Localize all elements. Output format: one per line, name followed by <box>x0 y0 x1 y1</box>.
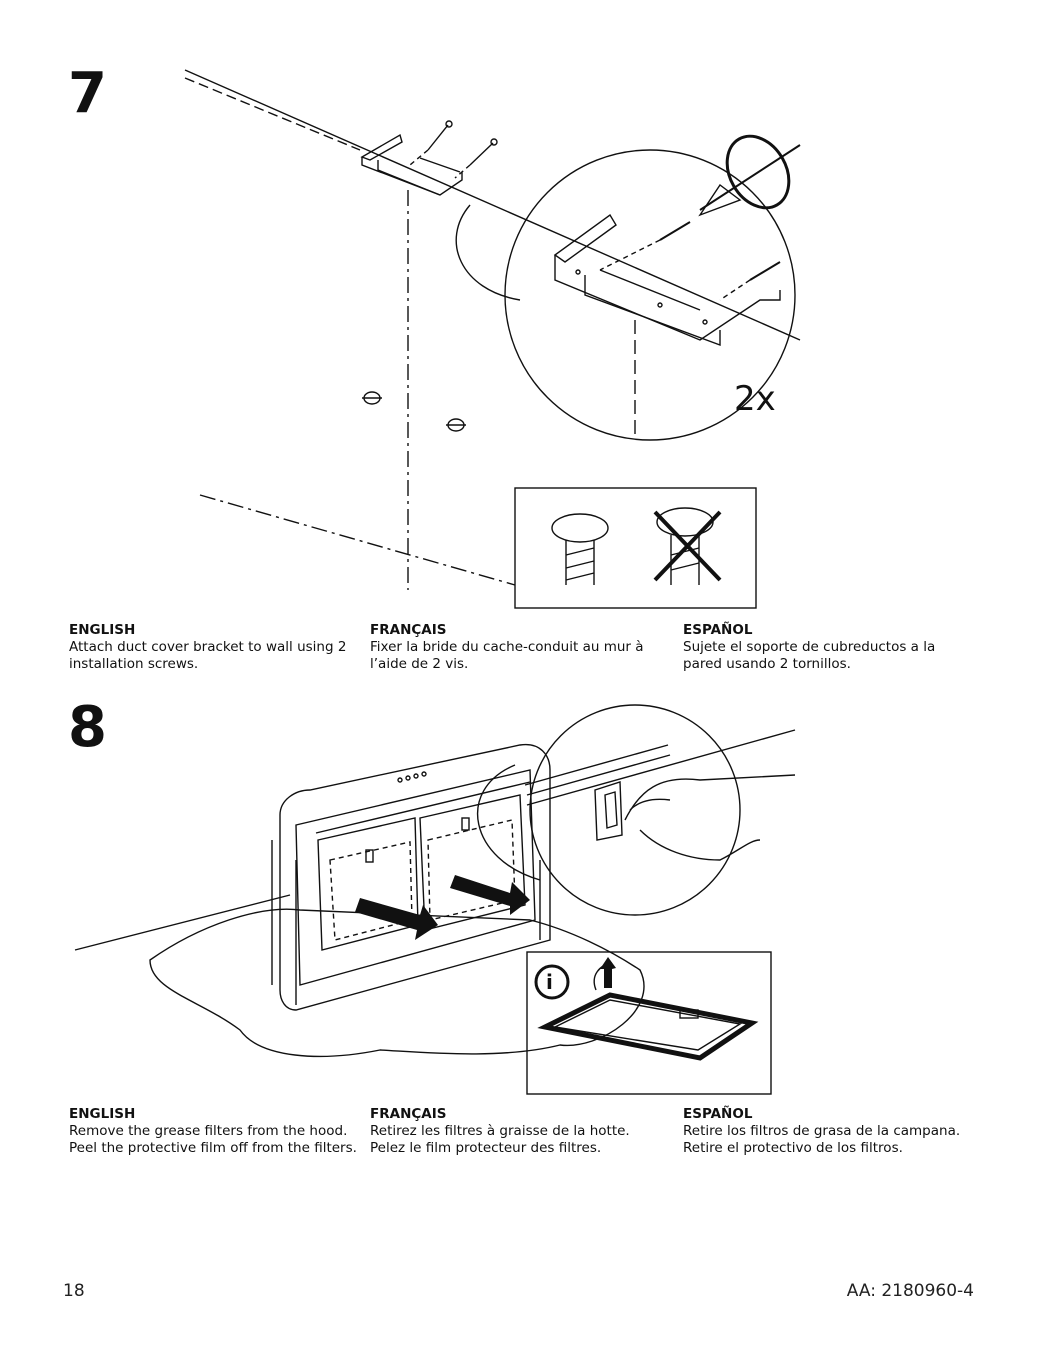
document-code: AA: 2180960-4 <box>846 1281 974 1301</box>
language-heading: FRANÇAIS <box>370 622 447 638</box>
step-7-english: ENGLISH Attach duct cover bracket to wal… <box>69 622 359 673</box>
instruction-text: Sujete el soporte de cubreductos a la pa… <box>683 639 936 672</box>
language-heading: FRANÇAIS <box>370 1106 447 1122</box>
instruction-text: Retirez les filtres à graisse de la hott… <box>370 1123 630 1156</box>
instruction-text: Fixer la bride du cache-conduit au mur à… <box>370 639 644 672</box>
info-icon: i <box>546 970 553 994</box>
step-7-number: 7 <box>68 61 107 126</box>
step-8-illustration: i <box>74 704 796 1095</box>
instruction-text: Retire los filtros de grasa de la campan… <box>683 1123 961 1156</box>
language-heading: ENGLISH <box>69 1106 136 1122</box>
step-7-spanish: ESPAÑOL Sujete el soporte de cubreductos… <box>683 622 973 673</box>
step-8-french: FRANÇAIS Retirez les filtres à graisse d… <box>370 1106 660 1157</box>
instruction-text: Attach duct cover bracket to wall using … <box>69 639 347 672</box>
peel-arrow-icon <box>600 957 616 988</box>
step-8-spanish: ESPAÑOL Retire los filtros de grasa de l… <box>683 1106 983 1157</box>
step-7-illustration: 2x <box>184 69 801 609</box>
page-number: 18 <box>63 1281 85 1301</box>
multiplier-label: 2x <box>734 379 776 419</box>
instruction-text: Remove the grease filters from the hood.… <box>69 1123 357 1156</box>
arrow-icon <box>355 898 438 940</box>
language-heading: ESPAÑOL <box>683 1106 753 1122</box>
language-heading: ENGLISH <box>69 622 136 638</box>
step-8-number: 8 <box>68 695 107 760</box>
wall-anchor-icon <box>362 391 382 405</box>
step-7-french: FRANÇAIS Fixer la bride du cache-conduit… <box>370 622 660 673</box>
language-heading: ESPAÑOL <box>683 622 753 638</box>
step-8-english: ENGLISH Remove the grease filters from t… <box>69 1106 359 1157</box>
